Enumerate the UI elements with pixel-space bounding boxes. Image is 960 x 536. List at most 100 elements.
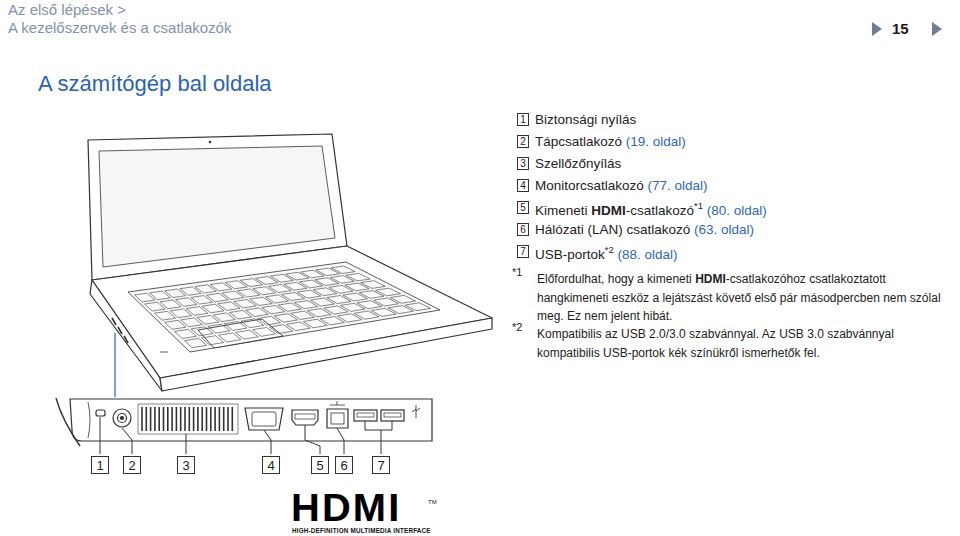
callout-number: 3 — [520, 159, 526, 169]
text-row: TM — [428, 499, 437, 505]
callout-box: 3 — [177, 456, 195, 474]
key — [255, 277, 278, 285]
key — [301, 270, 325, 278]
zoom-leader — [114, 333, 115, 397]
usb-port — [354, 410, 377, 421]
text-row: Hálózati (LAN) csatlakozó(63. oldal) — [535, 222, 754, 238]
footnote-text: Előfordulhat, hogy a kimeneti — [537, 272, 692, 286]
text-row: Monitorcsatlakozó (77. oldal) — [535, 178, 708, 194]
text-row: *1 — [512, 266, 522, 279]
key — [262, 305, 285, 314]
page-ref: (88. oldal) — [617, 247, 677, 262]
key — [180, 287, 201, 295]
part-name: -csatlakozó — [626, 203, 694, 218]
key — [330, 276, 354, 284]
key — [206, 293, 228, 301]
text-row: USB-portok*2(88. oldal) — [535, 244, 678, 263]
callout-number: 2 — [520, 137, 526, 147]
key — [297, 290, 321, 298]
key — [250, 297, 273, 305]
key — [376, 288, 401, 296]
list-number-box: 3 — [517, 157, 529, 170]
text-row: 15 — [892, 20, 909, 38]
vent-slots — [142, 407, 232, 431]
callout-number: 6 — [520, 225, 526, 235]
key — [371, 308, 396, 316]
text-row: HIGH-DEFINITION MULTIMEDIA INTERFACE — [292, 528, 431, 534]
nav-arrow — [932, 22, 942, 36]
key — [374, 298, 399, 306]
key — [316, 268, 340, 276]
key — [281, 293, 304, 301]
page-ref: (80. oldal) — [707, 203, 767, 218]
key — [354, 311, 379, 319]
key — [294, 301, 318, 309]
text-row: Előfordulhat, hogy a kimenetiHDMI-csatla… — [537, 270, 955, 326]
key — [165, 289, 186, 298]
security-slot — [96, 410, 105, 416]
section-title: A számítógép bal oldala — [38, 71, 272, 96]
usb-port — [381, 410, 404, 421]
lan-port — [327, 409, 348, 428]
usb-symbol — [412, 405, 420, 418]
key — [222, 291, 244, 299]
key — [329, 285, 353, 293]
callout-number: 7 — [377, 459, 384, 472]
key — [357, 301, 382, 309]
list-number-box: 1 — [517, 113, 529, 126]
key — [218, 302, 240, 311]
laptop-screen — [99, 146, 335, 267]
key — [345, 283, 369, 291]
callout-number: 1 — [96, 459, 103, 472]
power-jack — [113, 409, 131, 427]
key — [303, 319, 327, 328]
page-number: 15 — [892, 20, 909, 37]
key — [246, 308, 269, 317]
footnote-mark: *1 — [694, 200, 703, 211]
key — [343, 293, 368, 301]
hdmi-tagline: HIGH-DEFINITION MULTIMEDIA INTERFACE — [292, 527, 431, 534]
key — [346, 273, 370, 281]
key — [210, 283, 232, 291]
text-row: Kompatibilis az USB 2.0/3.0 szabvánnyal.… — [537, 325, 955, 362]
key — [271, 274, 294, 282]
callout-number: 7 — [520, 247, 526, 257]
text-row: A kezelőszervek és a csatlakozók — [8, 19, 231, 37]
vga-port — [245, 408, 283, 430]
footnote-text: HDMI — [695, 272, 726, 286]
key — [361, 281, 386, 289]
laptop-left-side — [90, 280, 162, 391]
page-ref: (77. oldal) — [648, 178, 708, 193]
callout-number: 4 — [267, 459, 274, 472]
callout-number: 5 — [520, 203, 526, 213]
callout-leaders — [100, 417, 392, 454]
key — [253, 287, 276, 295]
part-name: HDMI — [591, 203, 626, 218]
key — [390, 295, 415, 303]
footnote-mark: *1 — [512, 266, 522, 278]
keyboard-keys — [135, 266, 431, 348]
key — [315, 278, 339, 286]
part-name: Monitorcsatlakozó — [535, 178, 644, 193]
list-number-box: 7 — [517, 245, 529, 258]
key — [274, 314, 297, 323]
key — [291, 311, 315, 319]
text-row: KimenetiHDMI-csatlakozó*1(80. oldal) — [535, 200, 767, 219]
key — [307, 309, 331, 317]
page-ref: (19. oldal) — [626, 134, 686, 149]
key — [405, 303, 431, 311]
text-row: Az első lépések > — [8, 1, 126, 19]
callout-number: 3 — [182, 459, 189, 472]
key — [327, 296, 351, 304]
key — [268, 285, 291, 293]
text-row: Szellőzőnyílás — [535, 156, 621, 172]
trademark: TM — [428, 499, 437, 505]
list-number-box: 2 — [517, 135, 529, 148]
text-row: Biztonsági nyílás — [535, 112, 636, 128]
key — [225, 281, 247, 289]
list-number-box: 6 — [517, 223, 529, 236]
callout-box: 1 — [91, 456, 109, 474]
key — [341, 303, 366, 311]
key — [240, 279, 262, 287]
part-name: Hálózati (LAN) csatlakozó — [535, 222, 690, 237]
